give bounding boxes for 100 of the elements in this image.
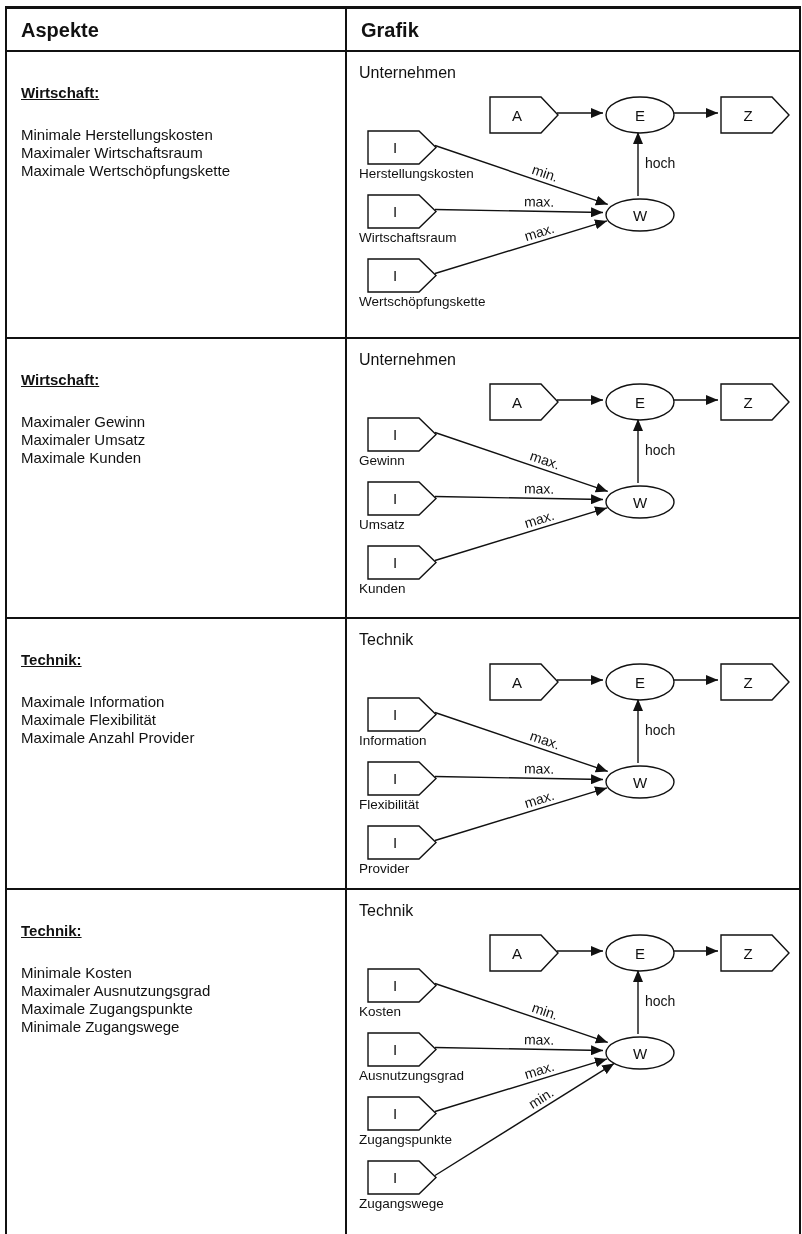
pentagon-node: I bbox=[367, 697, 437, 732]
aspect-text: Maximale Kunden bbox=[21, 449, 142, 466]
node-caption: Umsatz bbox=[359, 517, 405, 532]
node-caption: Ausnutzungsgrad bbox=[359, 1068, 465, 1083]
section-heading: Technik: bbox=[21, 922, 82, 939]
edge-label: min. bbox=[530, 1000, 560, 1023]
arrow bbox=[633, 698, 643, 764]
aspect-text: Minimale Kosten bbox=[21, 964, 132, 981]
pentagon-node: A bbox=[489, 383, 559, 421]
pentagon-node: Z bbox=[720, 383, 790, 421]
section-heading: Wirtschaft: bbox=[21, 84, 100, 101]
arrow bbox=[434, 144, 609, 206]
aspect-text: Maximale Wertschöpfungskette bbox=[21, 162, 230, 179]
arrow bbox=[434, 711, 609, 773]
node-caption: Gewinn bbox=[359, 453, 405, 468]
table-cell bbox=[345, 337, 801, 617]
pentagon-node: I bbox=[367, 825, 437, 860]
arrow bbox=[556, 946, 604, 956]
pentagon-node: I bbox=[367, 481, 437, 516]
arrow bbox=[434, 786, 608, 842]
pentagon-node: Z bbox=[720, 934, 790, 972]
node-caption: Zugangswege bbox=[359, 1196, 444, 1211]
edge-label: max. bbox=[528, 448, 562, 473]
edge-label: min. bbox=[530, 162, 560, 185]
arrow bbox=[672, 395, 719, 405]
arrow bbox=[434, 774, 604, 785]
arrow bbox=[556, 675, 604, 685]
pentagon-node: I bbox=[367, 194, 437, 229]
node-caption: Provider bbox=[359, 861, 410, 876]
table-cell bbox=[345, 50, 801, 337]
arrow bbox=[672, 675, 719, 685]
table-cell bbox=[5, 617, 345, 888]
edge-label: min. bbox=[526, 1085, 557, 1112]
node-caption: Kosten bbox=[359, 1004, 402, 1019]
arrow bbox=[434, 1057, 608, 1113]
arrow bbox=[556, 108, 604, 118]
pentagon-node: I bbox=[367, 258, 437, 293]
edge-label: max. bbox=[528, 728, 562, 753]
pentagon-node: A bbox=[489, 663, 559, 701]
edge-label: max. bbox=[524, 1032, 555, 1049]
panel-title: Technik bbox=[359, 631, 414, 649]
node-caption: Kunden bbox=[359, 581, 406, 596]
edge-label: max. bbox=[524, 481, 555, 498]
table-cell bbox=[5, 50, 345, 337]
ellipse-node: W bbox=[605, 485, 675, 519]
table-cell bbox=[5, 337, 345, 617]
ellipse-node: E bbox=[605, 934, 675, 972]
ellipse-node: E bbox=[605, 383, 675, 421]
aspect-text: Maximale Flexibilität bbox=[21, 711, 157, 728]
column-header: Grafik bbox=[345, 6, 801, 50]
arrow bbox=[556, 395, 604, 405]
edge-label: max. bbox=[522, 507, 556, 531]
section-heading: Technik: bbox=[21, 651, 82, 668]
aspect-text: Maximale Information bbox=[21, 693, 165, 710]
pentagon-node: I bbox=[367, 761, 437, 796]
edge-label: max. bbox=[524, 194, 555, 211]
ellipse-node: E bbox=[605, 663, 675, 701]
edge-label: hoch bbox=[645, 723, 676, 738]
ellipse-node: E bbox=[605, 96, 675, 134]
pentagon-node: Z bbox=[720, 663, 790, 701]
ellipse-node: W bbox=[605, 1036, 675, 1070]
aspect-text: Minimale Herstellungskosten bbox=[21, 126, 213, 143]
arrow bbox=[434, 506, 608, 562]
pentagon-node: Z bbox=[720, 96, 790, 134]
node-caption: Zugangspunkte bbox=[359, 1132, 453, 1147]
aspect-text: Maximale Anzahl Provider bbox=[21, 729, 195, 746]
column-header: Aspekte bbox=[5, 6, 345, 50]
arrow bbox=[434, 431, 609, 493]
edge-label: hoch bbox=[645, 994, 676, 1009]
pentagon-node: A bbox=[489, 934, 559, 972]
arrow bbox=[672, 946, 719, 956]
arrow bbox=[672, 108, 719, 118]
arrow bbox=[434, 1045, 604, 1056]
pentagon-node: I bbox=[367, 545, 437, 580]
aspect-text: Maximaler Gewinn bbox=[21, 413, 146, 430]
edge-label: max. bbox=[524, 761, 555, 778]
node-caption: Information bbox=[359, 733, 427, 748]
panel-title: Unternehmen bbox=[359, 64, 456, 82]
node-caption: Herstellungskosten bbox=[359, 166, 474, 181]
node-caption: Wirtschaftsraum bbox=[359, 230, 457, 245]
node-caption: Flexibilität bbox=[359, 797, 420, 812]
edge-label: max. bbox=[522, 1058, 556, 1082]
pentagon-node: I bbox=[367, 417, 437, 452]
pentagon-node: I bbox=[367, 968, 437, 1003]
pentagon-node: I bbox=[367, 1160, 437, 1195]
edge-label: max. bbox=[522, 787, 556, 811]
aspect-text: Maximale Zugangspunkte bbox=[21, 1000, 193, 1017]
aspect-text: Maximaler Ausnutzungsgrad bbox=[21, 982, 211, 999]
arrow bbox=[434, 1062, 615, 1177]
table-cell bbox=[345, 617, 801, 888]
aspect-text: Maximaler Umsatz bbox=[21, 431, 146, 448]
arrow bbox=[434, 982, 609, 1044]
table-cell bbox=[5, 888, 345, 1234]
edge-label: max. bbox=[522, 220, 556, 244]
pentagon-node: I bbox=[367, 130, 437, 165]
aspect-text: Maximaler Wirtschaftsraum bbox=[21, 144, 203, 161]
arrow bbox=[633, 969, 643, 1035]
panel-title: Technik bbox=[359, 902, 414, 920]
ellipse-node: W bbox=[605, 198, 675, 232]
arrow bbox=[434, 494, 604, 505]
